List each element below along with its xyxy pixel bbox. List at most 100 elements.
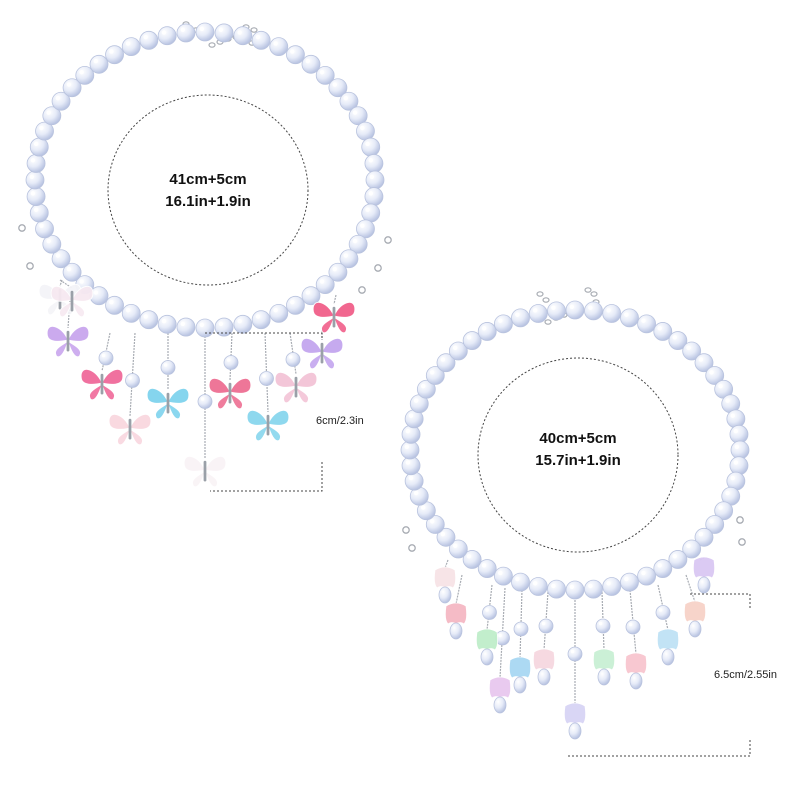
- butterfly-pendant: [183, 456, 227, 488]
- butterfly-pendant: [80, 369, 124, 401]
- bead: [29, 137, 49, 157]
- upper-left-wing: [50, 286, 73, 302]
- flower-petals: [683, 600, 707, 623]
- pendant-drops: [18, 224, 392, 458]
- bead-highlight: [709, 370, 714, 375]
- lower-left-wing: [47, 297, 61, 316]
- flower-petals: [656, 628, 680, 651]
- butterfly-body: [66, 330, 70, 352]
- bead: [259, 371, 274, 386]
- crystal-drop: [537, 668, 551, 686]
- flower-pendant: [444, 602, 468, 640]
- flower-pendant: [592, 648, 616, 686]
- bead-highlight: [226, 358, 231, 362]
- lower-right-wing: [101, 382, 115, 401]
- flower-petals: [488, 676, 512, 699]
- chain-link: [542, 297, 550, 303]
- butterfly-body: [294, 376, 298, 398]
- chain-link: [584, 287, 592, 293]
- bead-highlight: [408, 413, 414, 418]
- bead-highlight: [730, 475, 735, 481]
- crystal-drop: [688, 620, 702, 638]
- bead-highlight: [466, 335, 472, 340]
- lower-left-wing: [89, 382, 103, 401]
- bead-highlight: [319, 279, 325, 284]
- bead-highlight: [143, 34, 148, 40]
- bead-highlight: [273, 41, 278, 46]
- lower-left-wing: [217, 391, 231, 410]
- bead-highlight: [125, 41, 131, 46]
- bead-highlight: [420, 383, 426, 389]
- bead: [482, 605, 497, 620]
- drop-length-label: 6.5cm/2.55in: [714, 669, 777, 681]
- bead: [655, 605, 671, 620]
- bead-highlight: [79, 279, 84, 284]
- lower-right-wing: [333, 315, 347, 334]
- bead-highlight: [404, 444, 410, 450]
- bead: [625, 619, 641, 635]
- bead-highlight: [657, 326, 662, 331]
- bead-highlight: [143, 314, 148, 319]
- bead: [584, 579, 603, 599]
- bead-highlight: [725, 490, 730, 496]
- bead-highlight: [161, 318, 167, 324]
- inner-size-circle: [477, 357, 679, 553]
- lower-right-wing: [295, 385, 309, 404]
- flower-pendant: [433, 566, 457, 604]
- bead-highlight: [125, 307, 131, 313]
- bead: [565, 300, 585, 320]
- size-label-in: 16.1in+1.9in: [165, 193, 250, 210]
- bead: [602, 304, 622, 323]
- bead-highlight: [29, 174, 35, 180]
- upper-right-wing: [67, 326, 90, 342]
- bead-highlight: [718, 505, 723, 510]
- bead: [251, 310, 271, 330]
- bead-highlight: [440, 357, 446, 362]
- bead: [538, 618, 554, 634]
- crystal-drop: [493, 696, 507, 714]
- bead: [400, 440, 420, 460]
- upper-left-wing: [312, 302, 335, 318]
- bead-highlight: [101, 353, 106, 358]
- end-loop: [358, 286, 366, 294]
- bead: [729, 456, 749, 476]
- bead: [157, 26, 177, 46]
- bead: [401, 424, 421, 444]
- bead: [513, 621, 529, 637]
- end-loop: [736, 516, 744, 524]
- bead: [620, 572, 639, 592]
- bead-highlight: [698, 531, 704, 537]
- bead-highlight: [440, 531, 446, 537]
- chain-link: [208, 42, 216, 48]
- bead: [139, 310, 159, 330]
- upper-left-wing: [80, 369, 103, 385]
- bead-highlight: [163, 363, 168, 367]
- butterfly-body: [128, 418, 132, 440]
- pendant-chain: [601, 591, 605, 651]
- crystal-drop: [597, 668, 611, 686]
- upper-left-wing: [274, 372, 297, 388]
- end-loop: [384, 236, 392, 244]
- bead: [404, 471, 424, 491]
- bead: [223, 355, 239, 370]
- bead-highlight: [709, 519, 714, 524]
- bead-highlight: [452, 543, 458, 549]
- bead: [602, 577, 622, 596]
- bead: [25, 170, 45, 190]
- upper-right-wing: [333, 302, 356, 318]
- flower-pendant: [475, 628, 499, 666]
- flower-pendants: [433, 556, 716, 740]
- lower-right-wing: [129, 427, 143, 446]
- crystal-drop: [629, 672, 643, 690]
- lower-left-wing: [321, 315, 335, 334]
- butterfly-body: [228, 382, 232, 404]
- bead-highlight: [343, 253, 349, 258]
- bead: [547, 301, 566, 321]
- bead: [595, 618, 611, 634]
- bead: [105, 295, 124, 315]
- bead-highlight: [305, 290, 311, 295]
- bead-highlight: [481, 563, 487, 568]
- bead: [584, 301, 603, 321]
- bead-highlight: [598, 621, 603, 626]
